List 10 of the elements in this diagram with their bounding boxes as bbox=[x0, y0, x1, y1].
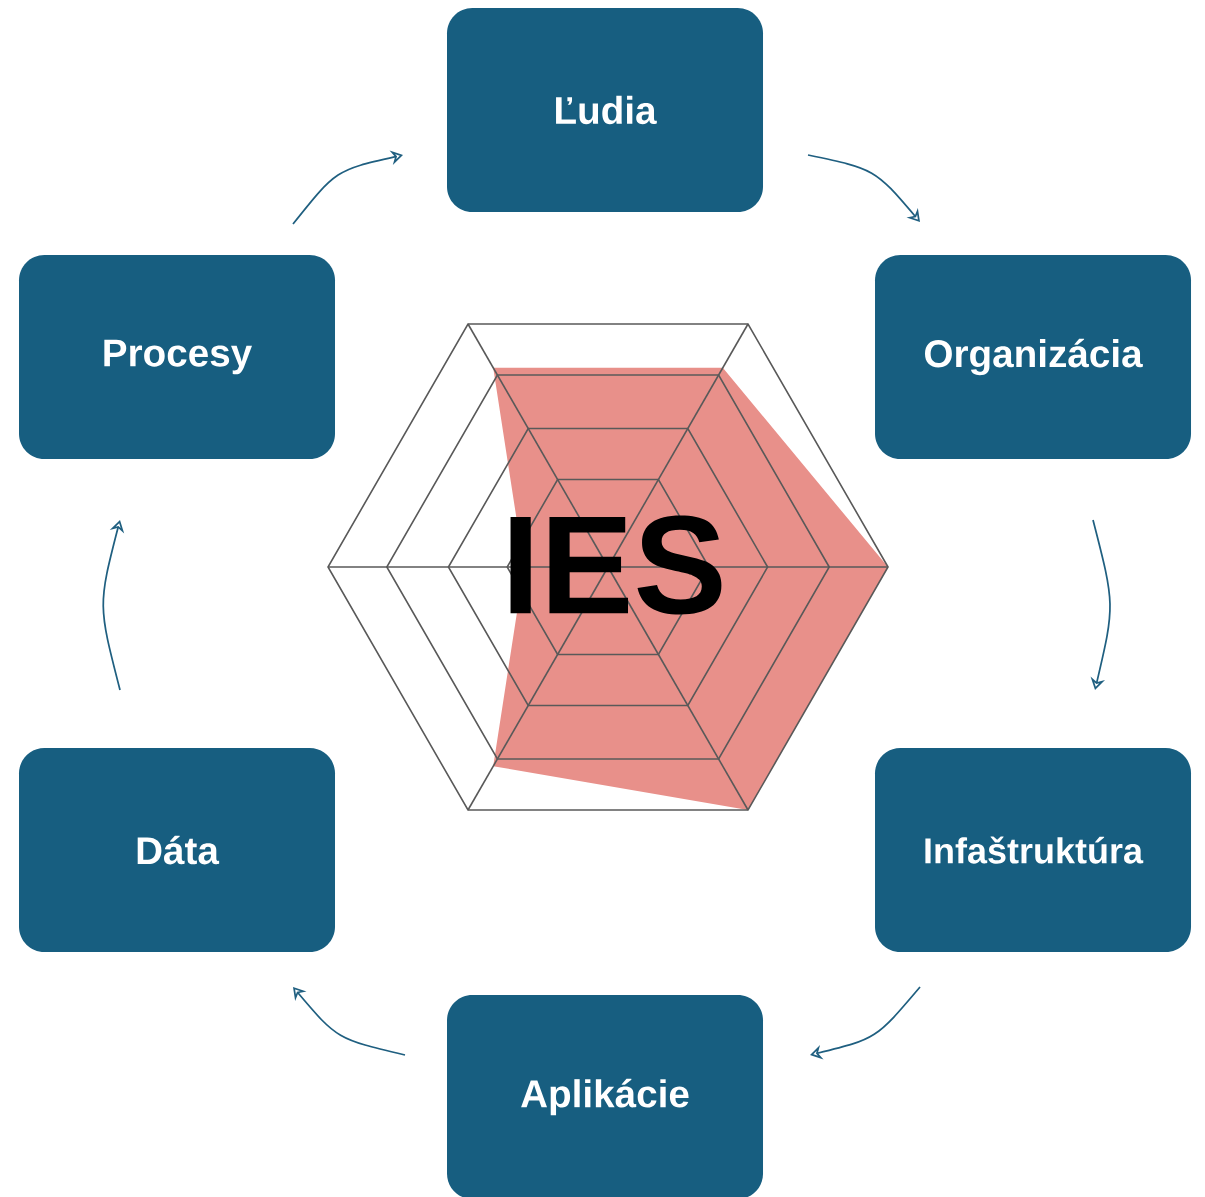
process-box: Infaštruktúra bbox=[875, 748, 1191, 952]
process-box: Organizácia bbox=[875, 255, 1191, 459]
process-box: Ľudia bbox=[447, 8, 763, 212]
arrow bbox=[292, 150, 403, 225]
arrow bbox=[293, 987, 406, 1056]
process-box: Aplikácie bbox=[447, 995, 763, 1197]
process-box: Procesy bbox=[19, 255, 335, 459]
arrow bbox=[807, 154, 920, 222]
process-box: Dáta bbox=[19, 748, 335, 952]
arrow bbox=[810, 986, 921, 1060]
